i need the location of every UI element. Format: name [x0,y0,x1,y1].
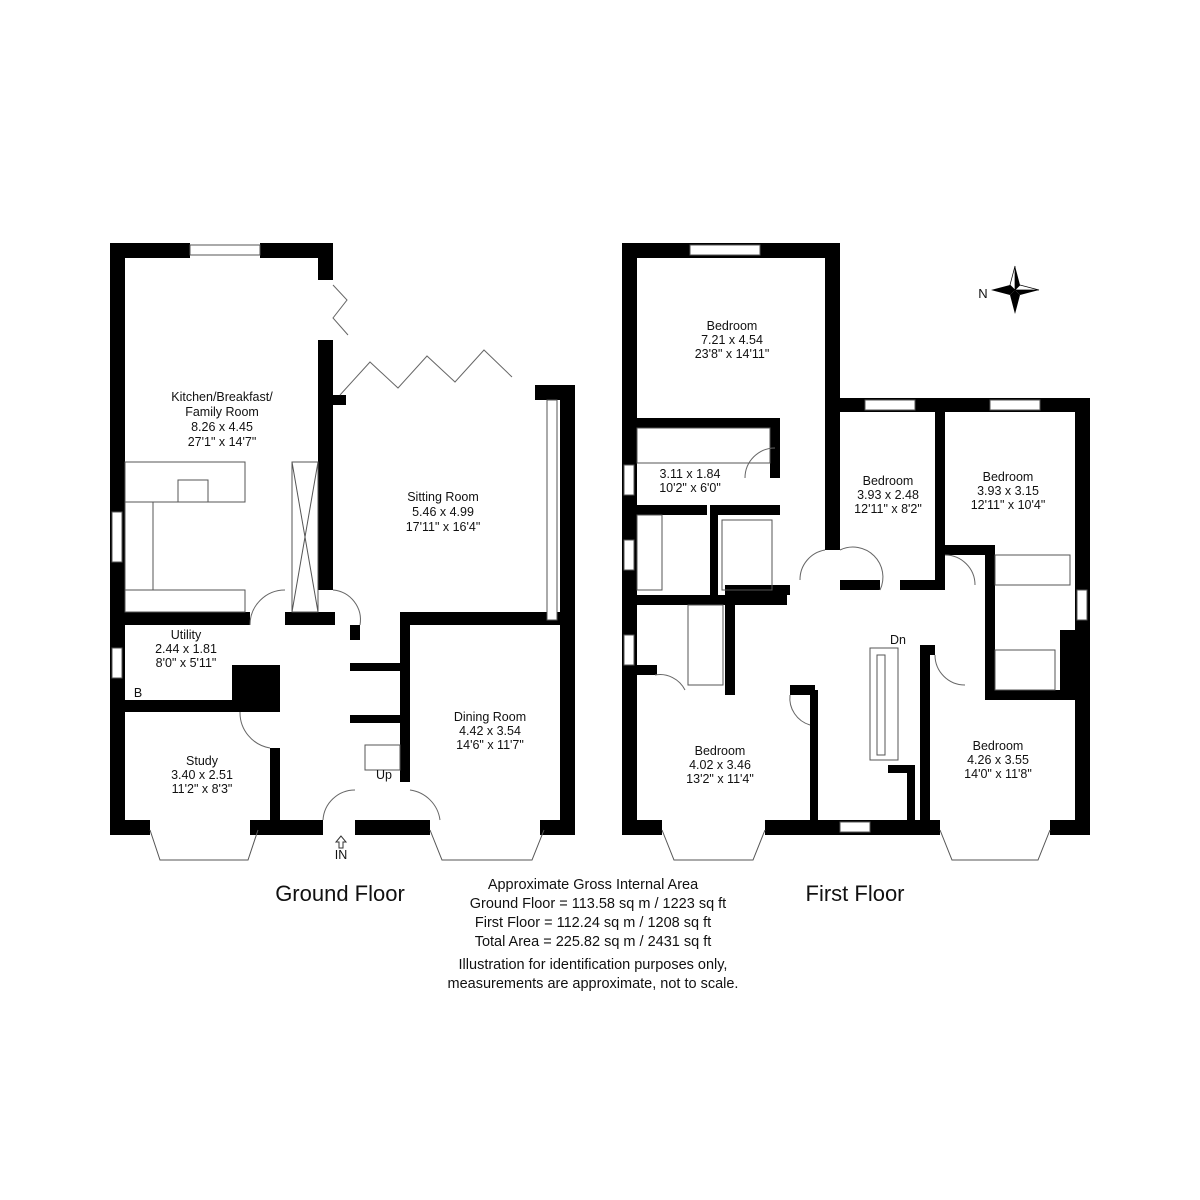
area-summary: Approximate Gross Internal Area Ground F… [448,877,739,992]
room-imperial: 27'1" x 14'7" [188,435,257,449]
ground-floor-title: Ground Floor [275,881,405,906]
room-dining: Dining Room 4.42 x 3.54 14'6" x 11'7" [454,710,526,752]
area-first: First Floor = 112.24 sq m / 1208 sq ft [475,915,711,931]
room-utility: Utility 2.44 x 1.81 8'0" x 5'11" [155,628,217,670]
room-bedroom-5: Bedroom 4.26 x 3.55 14'0" x 11'8" [964,739,1032,781]
room-name: Study [186,754,219,768]
room-metric: 4.42 x 3.54 [459,724,521,738]
area-ground: Ground Floor = 113.58 sq m / 1223 sq ft [470,896,726,912]
first-floor-title: First Floor [806,881,905,906]
disclaimer-line2: measurements are approximate, not to sca… [448,976,739,992]
room-metric: 3.11 x 1.84 [660,467,721,481]
stairs-down-label: Dn [890,633,906,647]
room-metric: 2.44 x 1.81 [155,642,217,656]
room-dressing: 3.11 x 1.84 10'2" x 6'0" [659,467,721,495]
room-metric: 4.26 x 3.55 [967,753,1029,767]
room-imperial: 12'11" x 10'4" [971,498,1046,512]
room-kitchen: Kitchen/Breakfast/ Family Room 8.26 x 4.… [171,390,273,449]
room-name: Kitchen/Breakfast/ [171,390,273,404]
room-name: Bedroom [983,470,1034,484]
room-study: Study 3.40 x 2.51 11'2" x 8'3" [171,754,233,796]
room-imperial: 12'11" x 8'2" [854,502,922,516]
room-imperial: 14'0" x 11'8" [964,767,1032,781]
room-name: Bedroom [695,744,746,758]
room-metric: 7.21 x 4.54 [701,333,763,347]
room-metric: 3.93 x 2.48 [857,488,919,502]
room-bedroom-1: Bedroom 7.21 x 4.54 23'8" x 14'11" [695,319,770,361]
room-imperial: 13'2" x 11'4" [686,772,754,786]
room-metric: 4.02 x 3.46 [689,758,751,772]
room-bedroom-2: Bedroom 3.93 x 2.48 12'11" x 8'2" [854,474,922,516]
room-metric: 5.46 x 4.99 [412,505,474,519]
room-bedroom-4: Bedroom 4.02 x 3.46 13'2" x 11'4" [686,744,754,786]
room-name: Bedroom [973,739,1024,753]
room-name: Bedroom [863,474,914,488]
room-imperial: 8'0" x 5'11" [156,656,217,670]
ground-floor-walls [110,243,575,861]
first-floor-walls [622,243,1090,861]
compass-north-label: N [978,286,987,301]
room-imperial: 14'6" x 11'7" [456,738,524,752]
room-imperial: 17'11" x 16'4" [406,520,481,534]
room-name: Utility [171,628,202,642]
room-bedroom-3: Bedroom 3.93 x 3.15 12'11" x 10'4" [971,470,1046,512]
stairs-up-label: Up [376,768,392,782]
room-imperial: 23'8" x 14'11" [695,347,770,361]
room-name: Dining Room [454,710,526,724]
disclaimer-line1: Illustration for identification purposes… [459,957,728,973]
room-metric: 3.93 x 3.15 [977,484,1039,498]
area-heading: Approximate Gross Internal Area [488,877,699,893]
entrance-label: IN [335,848,348,862]
room-imperial: 10'2" x 6'0" [659,481,721,495]
compass-icon [991,265,1040,314]
room-name: Sitting Room [407,490,479,504]
area-total: Total Area = 225.82 sq m / 2431 sq ft [475,934,712,950]
room-imperial: 11'2" x 8'3" [172,782,233,796]
room-metric: 8.26 x 4.45 [191,420,253,434]
room-name-line2: Family Room [185,405,259,419]
room-sitting: Sitting Room 5.46 x 4.99 17'11" x 16'4" [406,490,481,534]
room-metric: 3.40 x 2.51 [171,768,233,782]
boiler-label: B [134,686,142,700]
room-name: Bedroom [707,319,758,333]
entrance-arrow-icon [334,835,348,849]
